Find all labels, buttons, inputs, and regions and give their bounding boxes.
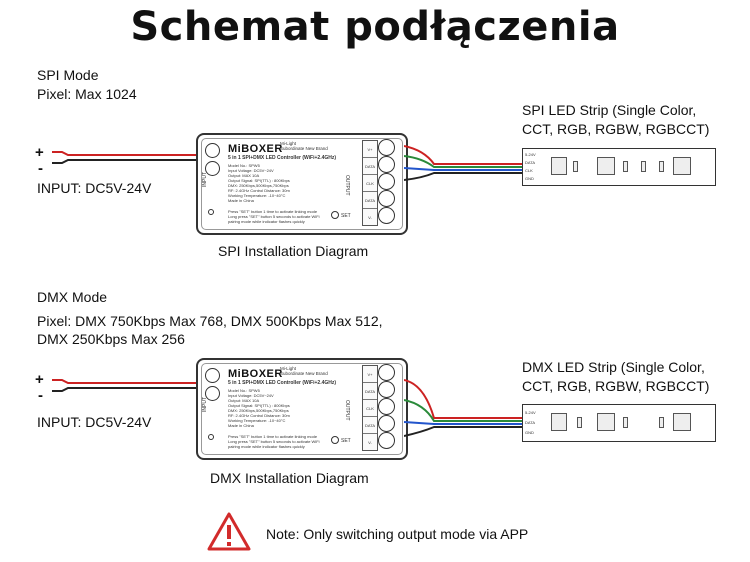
spi-strip-label-1: SPI LED Strip (Single Color,	[522, 102, 697, 118]
spec-line: Working Temperature: -10~40°C	[228, 418, 286, 423]
dmx-spec-list: Model No.: SPW5 Input Voltage: DC5V~24V …	[228, 388, 290, 428]
dmx-mode-label: DMX Mode	[37, 289, 108, 305]
dmx-plus-sign: +	[35, 371, 44, 388]
resistor	[623, 417, 628, 428]
spi-mode-label: SPI Mode	[37, 67, 99, 83]
spi-brand-sub-2: Subordinate New Brand	[280, 146, 328, 151]
spec-line: DMX: 250Kbps,500Kbps,750Kbps	[228, 183, 289, 188]
spi-led-indicator	[208, 209, 214, 215]
dmx-product-name: 5 in 1 SPI+DMX LED Controller (WiFi+2.4G…	[228, 380, 337, 386]
spi-minus-sign: -	[38, 160, 43, 177]
dmx-brand-sub-2: Subordinate New Brand	[280, 371, 328, 376]
spi-strip-pads: 5-24V DATA CLK GND	[525, 152, 536, 181]
spi-set-label: SET	[341, 213, 351, 219]
spi-input-label: INPUT: DC5V-24V	[37, 180, 152, 196]
spec-line: Working Temperature: -10~40°C	[228, 193, 286, 198]
dmx-strip-label-2: CCT, RGB, RGBW, RGBCCT)	[522, 378, 710, 394]
dmx-led-indicator	[208, 434, 214, 440]
dmx-led-strip: 5-24V DATA GND	[522, 404, 716, 442]
dmx-minus-sign: -	[38, 387, 43, 404]
spi-output-wires	[404, 145, 522, 181]
resistor	[641, 161, 646, 172]
dmx-input-tag: INPUT	[202, 397, 208, 412]
spi-strip-label-2: CCT, RGB, RGBW, RGBCCT)	[522, 121, 710, 137]
dmx-input-label: INPUT: DC5V-24V	[37, 414, 152, 430]
spi-terminal-labels: V+ DATA CLK DATA V-	[362, 140, 378, 226]
spec-line: Model No.: SPW5	[228, 388, 260, 393]
spi-output-terminals	[378, 139, 400, 224]
warning-icon	[207, 512, 251, 551]
spi-output-tag: OUTPUT	[344, 175, 350, 196]
spi-caption: SPI Installation Diagram	[218, 243, 369, 259]
led-chip	[673, 157, 691, 175]
spi-set-button[interactable]	[331, 211, 339, 219]
led-chip	[597, 413, 615, 431]
spi-input-wires	[52, 151, 199, 164]
resistor	[577, 417, 582, 428]
spec-line: Output: MAX 10A	[228, 173, 260, 178]
dmx-output-wires	[404, 379, 522, 437]
dmx-set-label: SET	[341, 438, 351, 444]
led-chip	[673, 413, 691, 431]
resistor	[659, 161, 664, 172]
spi-controller: INPUT MiBOXER Mi-Light Subordinate New B…	[196, 133, 408, 235]
spi-plus-sign: +	[35, 144, 44, 161]
spi-pixel-label: Pixel: Max 1024	[37, 86, 137, 102]
led-chip	[551, 413, 567, 431]
dmx-input-wires	[52, 379, 198, 392]
resistor	[623, 161, 628, 172]
spec-line: Made in China	[228, 198, 254, 203]
spec-line: Made in China	[228, 423, 254, 428]
spec-line: Input Voltage: DC5V~24V	[228, 393, 274, 398]
resistor	[573, 161, 578, 172]
dmx-brand-sub-1: Mi-Light	[280, 366, 297, 371]
spec-line: Output: MAX 10A	[228, 398, 260, 403]
dmx-output-terminals	[378, 364, 400, 449]
dmx-brand-logo: MiBOXER	[228, 368, 283, 380]
spi-input-port-plus	[205, 143, 220, 158]
spi-input-tag: INPUT	[202, 172, 208, 187]
spec-line: RF: 2.4GHz Control Distance: 30m	[228, 413, 290, 418]
dmx-set-button[interactable]	[331, 436, 339, 444]
spi-product-name: 5 in 1 SPI+DMX LED Controller (WiFi+2.4G…	[228, 155, 337, 161]
dmx-pixel-line-1: Pixel: DMX 750Kbps Max 768, DMX 500Kbps …	[37, 313, 383, 329]
dmx-strip-pads: 5-24V DATA GND	[525, 410, 536, 435]
led-chip	[551, 157, 567, 175]
resistor	[659, 417, 664, 428]
page-title: Schemat podłączenia	[130, 4, 620, 50]
spec-line: Output Signal: SPI(TTL) : 800Kbps	[228, 403, 290, 408]
spec-line: Model No.: SPW5	[228, 163, 260, 168]
led-chip	[597, 157, 615, 175]
spec-line: RF: 2.4GHz Control Distance: 30m	[228, 188, 290, 193]
spec-line: DMX: 250Kbps,500Kbps,750Kbps	[228, 408, 289, 413]
dmx-pixel-line-2: DMX 250Kbps Max 256	[37, 331, 185, 347]
spi-brand-logo: MiBOXER	[228, 143, 283, 155]
dmx-input-port-minus	[205, 386, 220, 401]
spi-led-strip: 5-24V DATA CLK GND	[522, 148, 716, 186]
dmx-output-tag: OUTPUT	[344, 400, 350, 421]
dmx-controller: INPUT MiBOXER Mi-Light Subordinate New B…	[196, 358, 408, 460]
note-text: Note: Only switching output mode via APP	[266, 526, 529, 542]
spi-input-port-minus	[205, 161, 220, 176]
spi-spec-list: Model No.: SPW5 Input Voltage: DC5V~24V …	[228, 163, 290, 203]
dmx-hint-list: Press "SET" button 1 time to activate li…	[228, 434, 320, 449]
dmx-caption: DMX Installation Diagram	[210, 470, 369, 486]
dmx-terminal-labels: V+ DATA CLK DATA V-	[362, 365, 378, 451]
spec-line: Input Voltage: DC5V~24V	[228, 168, 274, 173]
dmx-input-port-plus	[205, 368, 220, 383]
dmx-strip-label-1: DMX LED Strip (Single Color,	[522, 359, 705, 375]
spec-line: Output Signal: SPI(TTL) : 800Kbps	[228, 178, 290, 183]
spi-brand-sub-1: Mi-Light	[280, 141, 297, 146]
spi-hint-list: Press "SET" button 1 time to activate li…	[228, 209, 320, 224]
